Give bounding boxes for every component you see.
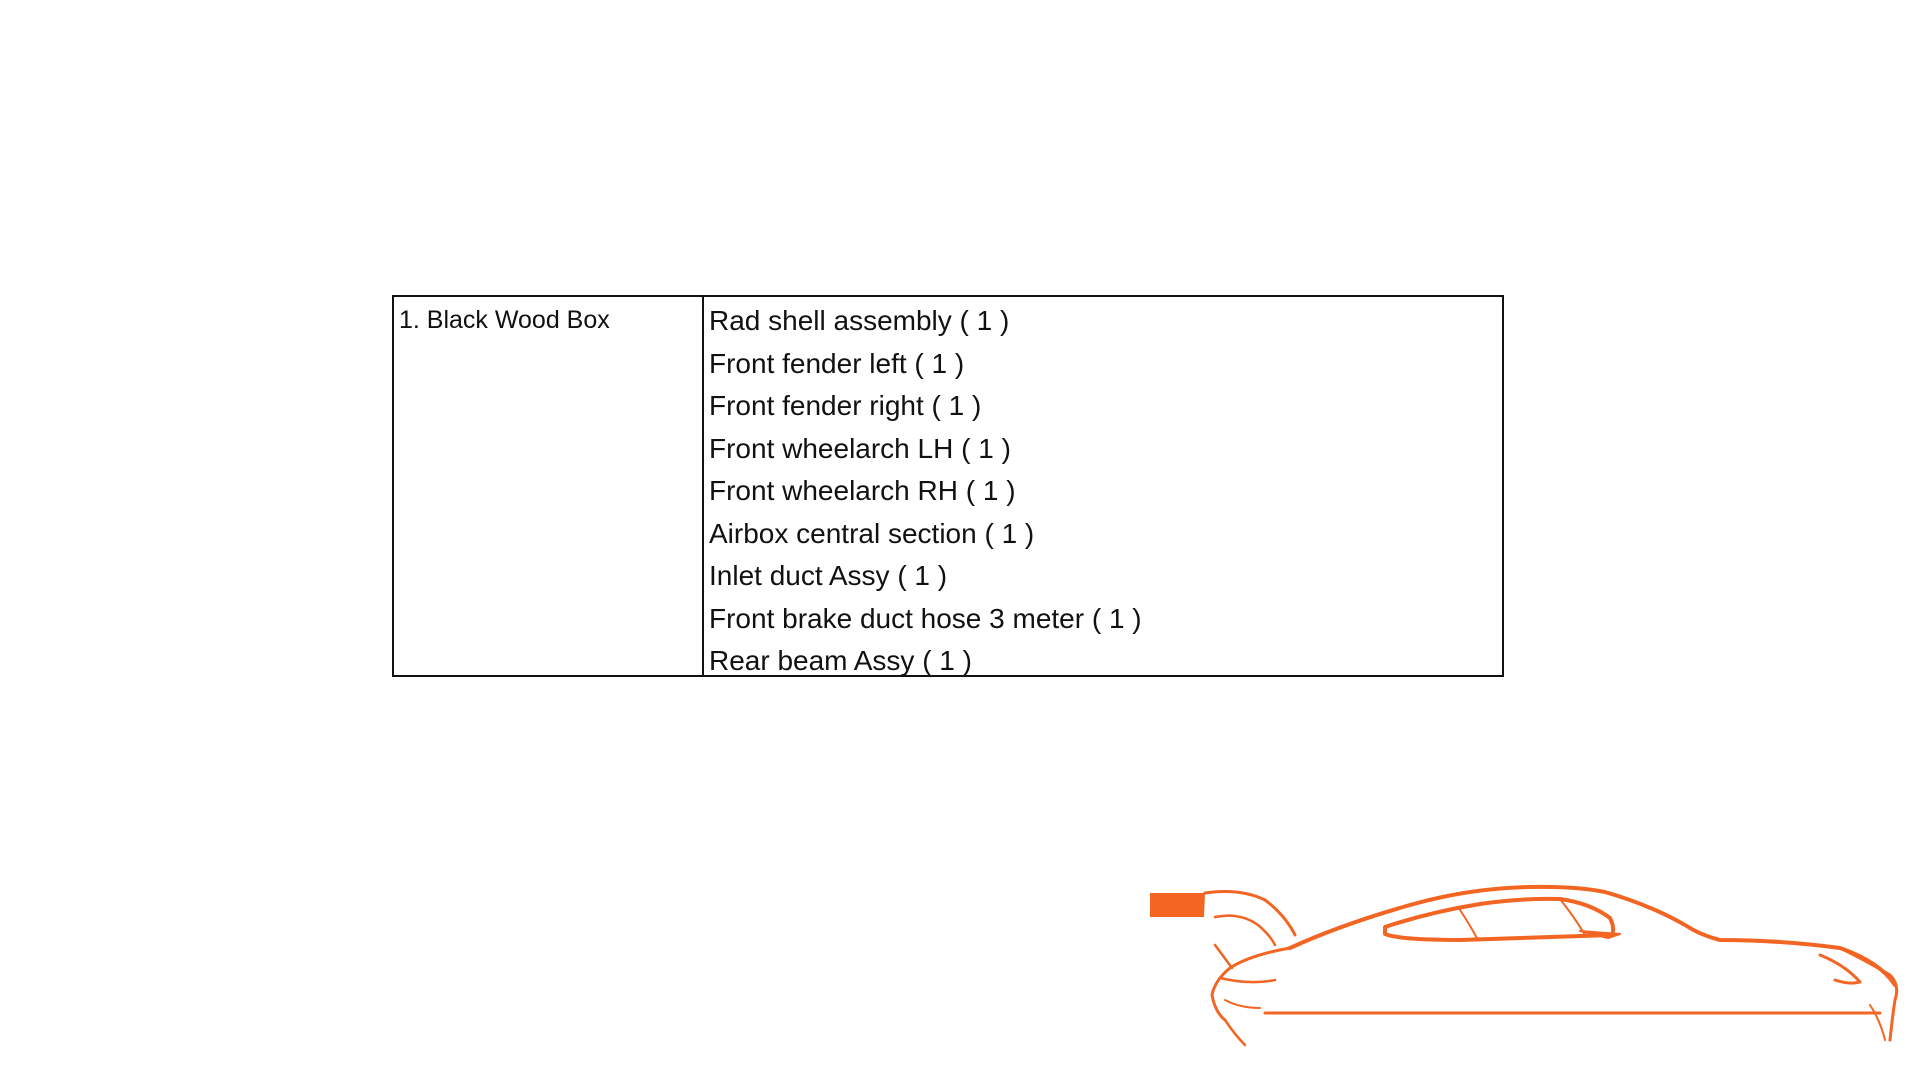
race-car-outline-icon	[1150, 884, 1899, 1047]
box-label-cell: 1. Black Wood Box	[394, 297, 704, 675]
list-item: Rad shell assembly ( 1 )	[709, 305, 1010, 336]
items-cell: Rad shell assembly ( 1 ) Front fender le…	[704, 297, 1502, 676]
list-item: Airbox central section ( 1 )	[709, 517, 1035, 549]
list-item: Inlet duct Assy ( 1 )	[709, 560, 948, 591]
list-item: Front fender right ( 1 )	[709, 390, 982, 421]
list-item: Front fender left ( 1 )	[709, 347, 965, 379]
list-item: Rear beam Assy ( 1 )	[709, 645, 972, 676]
list-item: Front brake duct hose 3 meter ( 1 )	[709, 602, 1142, 634]
parts-table: 1. Black Wood Box Rad shell assembly ( 1…	[392, 295, 1504, 677]
list-item: Front wheelarch LH ( 1 )	[709, 432, 1011, 464]
box-label: 1. Black Wood Box	[399, 306, 610, 334]
list-item: Front wheelarch RH ( 1 )	[709, 475, 1016, 506]
